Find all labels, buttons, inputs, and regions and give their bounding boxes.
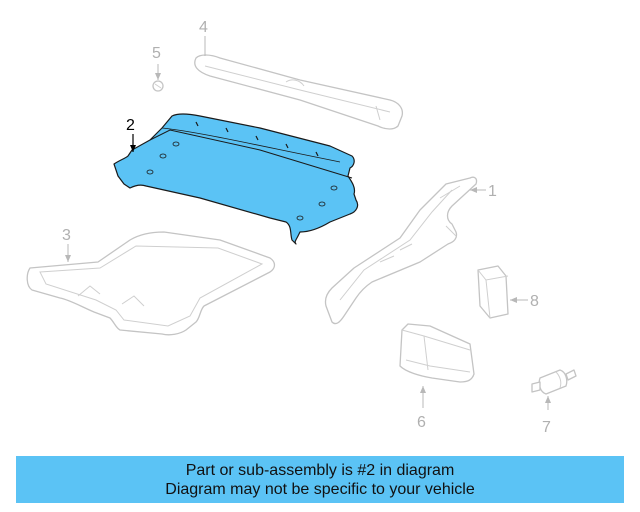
callout-7: 7	[542, 419, 551, 436]
info-banner: Part or sub-assembly is #2 in diagram Di…	[16, 456, 624, 503]
banner-line-2: Diagram may not be specific to your vehi…	[165, 480, 475, 498]
callout-3: 3	[62, 227, 71, 244]
package-tray-panel[interactable]	[113, 113, 359, 245]
callout-2: 2	[126, 117, 135, 134]
part-6-bracket[interactable]	[399, 323, 475, 383]
callout-6: 6	[417, 414, 426, 431]
callout-1: 1	[488, 183, 497, 200]
part-1-side-trim[interactable]	[324, 176, 478, 325]
part-2-package-tray[interactable]	[113, 113, 359, 245]
callout-8: 8	[530, 293, 539, 310]
part-4-rail[interactable]	[194, 54, 404, 130]
part-8-cover[interactable]	[477, 265, 509, 319]
part-3-trunk-mat[interactable]	[26, 231, 276, 336]
callout-4: 4	[199, 19, 208, 36]
callout-5: 5	[152, 45, 161, 62]
banner-line-1: Part or sub-assembly is #2 in diagram	[185, 461, 455, 479]
part-5-clip[interactable]	[152, 80, 164, 92]
parts-diagram: 4 5 2 3 1	[26, 19, 577, 436]
part-7-bumper[interactable]	[531, 369, 577, 395]
